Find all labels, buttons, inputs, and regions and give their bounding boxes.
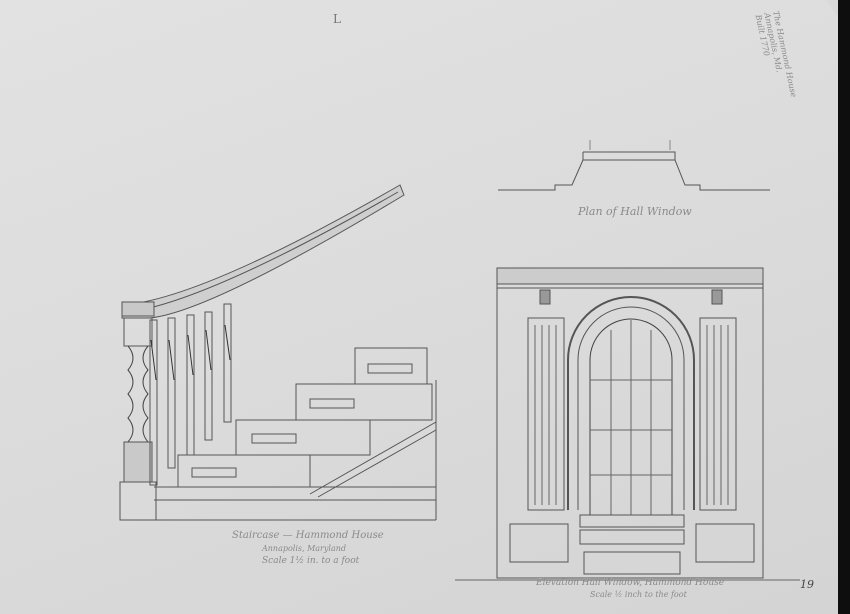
page-number: 19 xyxy=(800,578,814,591)
plan-caption: Plan of Hall Window xyxy=(578,205,692,218)
sheet-letter: L xyxy=(333,12,341,26)
staircase-caption-line3: Scale 1½ in. to a foot xyxy=(262,556,360,566)
balusters xyxy=(149,303,232,486)
window-caption-line1: Elevation Hall Window, Hammond House xyxy=(536,578,725,588)
stair-steps xyxy=(120,347,437,521)
window-plan xyxy=(498,140,770,191)
window-caption-line2: Scale ½ inch to the foot xyxy=(590,590,687,599)
staircase-caption-line2: Annapolis, Maryland xyxy=(262,544,347,553)
scan-edge xyxy=(838,0,850,614)
staircase-caption-line1: Staircase — Hammond House xyxy=(232,530,384,541)
window-elevation xyxy=(455,267,800,581)
newel-post xyxy=(119,317,157,521)
staircase-elevation xyxy=(119,184,437,521)
